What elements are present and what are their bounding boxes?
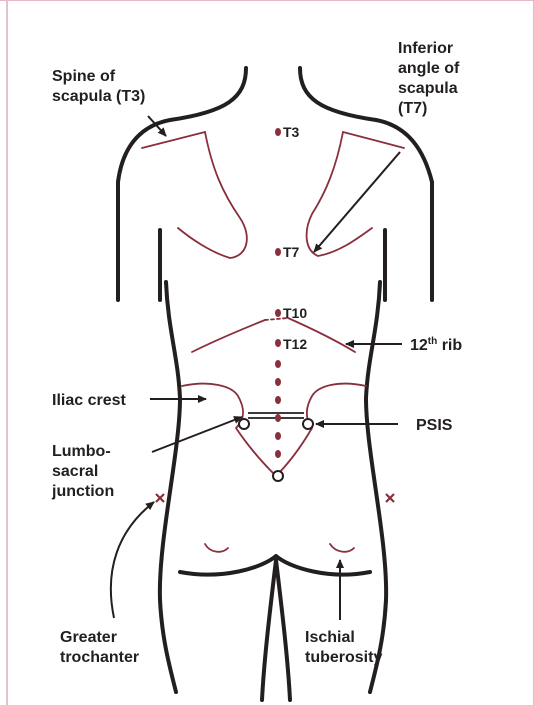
scapula-medial-left bbox=[178, 132, 247, 258]
spine-of-scapula-right bbox=[343, 132, 404, 148]
spinous-process-dots bbox=[275, 128, 281, 458]
leader-inferior-angle bbox=[314, 152, 400, 252]
ischial-tuberosity-right-arc bbox=[330, 544, 354, 552]
scapula-medial-right bbox=[307, 132, 372, 256]
label-ischial-tuberosity: Ischial tuberosity bbox=[305, 629, 382, 666]
leader-greater-trochanter bbox=[111, 502, 154, 618]
label-inferior-angle: Inferior angle of scapula (T7) bbox=[398, 40, 464, 117]
level-t10: T10 bbox=[283, 305, 307, 321]
iliac-crest-left bbox=[182, 384, 276, 476]
label-lumbosacral-junction: Lumbo- sacral junction bbox=[51, 443, 115, 500]
rib-12-left bbox=[192, 320, 265, 352]
ischial-tuberosity-left-arc bbox=[205, 544, 228, 552]
spine-of-scapula-left bbox=[142, 132, 205, 148]
left-flank bbox=[160, 282, 180, 692]
level-t3: T3 bbox=[283, 124, 300, 140]
psis-left-marker bbox=[239, 419, 249, 429]
vertebral-level-labels: T3 T7 T10 T12 bbox=[283, 124, 307, 352]
leader-lumbosacral bbox=[152, 417, 242, 452]
label-greater-trochanter: Greater trochanter bbox=[60, 629, 139, 666]
right-thigh-inner bbox=[276, 560, 290, 700]
level-t12: T12 bbox=[283, 336, 307, 352]
label-spine-of-scapula: Spine of scapula (T3) bbox=[52, 68, 145, 105]
greater-trochanter-left-marker bbox=[156, 494, 164, 502]
leader-lines bbox=[111, 116, 402, 620]
greater-trochanter-right-marker bbox=[386, 494, 394, 502]
label-psis: PSIS bbox=[416, 417, 453, 434]
label-rib-12: 12th rib bbox=[410, 336, 462, 354]
iliac-crest-right bbox=[276, 384, 366, 476]
neck-left bbox=[118, 68, 246, 182]
body-outline bbox=[118, 68, 432, 700]
coccyx-marker bbox=[273, 471, 283, 481]
psis-right-marker bbox=[303, 419, 313, 429]
label-iliac-crest: Iliac crest bbox=[52, 392, 127, 409]
level-t7: T7 bbox=[283, 244, 300, 260]
left-thigh-inner bbox=[262, 560, 276, 700]
